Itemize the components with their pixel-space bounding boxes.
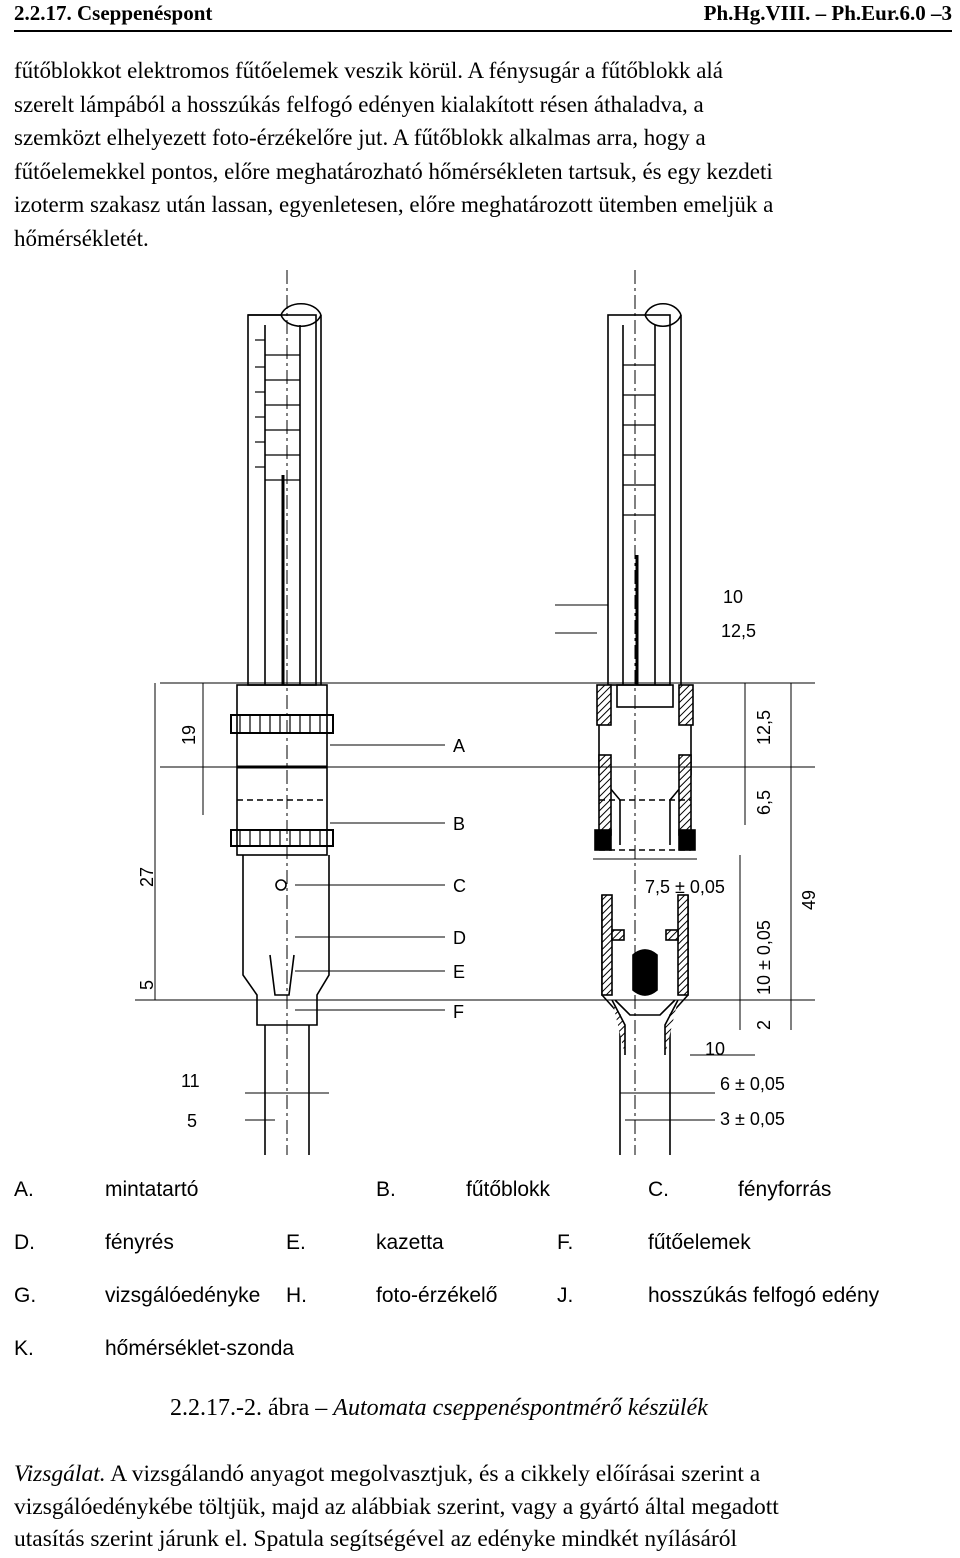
legend-label: hőmérséklet-szonda [105, 1337, 295, 1360]
dim-10-right: 10 ± 0,05 [754, 920, 774, 995]
dim-7-5: 7,5 ± 0,05 [645, 877, 725, 897]
callout-c: C [453, 876, 466, 896]
callout-f: F [453, 1002, 464, 1022]
caption-title: Automata cseppenéspontmérő készülék [333, 1395, 708, 1421]
callout-a: A [453, 736, 465, 756]
legend-key: J. [557, 1284, 574, 1307]
caption-number: 2.2.17.-2. ábra [170, 1395, 310, 1421]
legend-key: G. [14, 1284, 37, 1307]
procedure-paragraph: Vizsgálat. A vizsgálandó anyagot megolva… [14, 1458, 949, 1556]
legend-row: A. mintatartó B. fűtőblokk C. fényforrás [14, 1178, 954, 1208]
legend-row: K. hőmérséklet-szonda [14, 1337, 954, 1367]
procedure-lead: Vizsgálat. [14, 1461, 106, 1487]
legend-key: H. [286, 1284, 307, 1307]
intro-line: izoterm szakasz után lassan, egyenletese… [14, 192, 774, 217]
intro-line: szemközt elhelyezett foto-érzékelőre jut… [14, 125, 706, 150]
procedure-line: vizsgálóedénykébe töltjük, majd az alább… [14, 1493, 779, 1520]
dim-6: 6 ± 0,05 [720, 1074, 785, 1094]
pharmacopoeia-reference: Ph.Hg.VIII. – Ph.Eur.6.0 –3 [703, 1, 952, 25]
apparatus-drawing: 10 12,5 19 27 5 12,5 6,5 49 7,5 ± 0,05 1… [115, 255, 845, 1160]
legend-label: foto-érzékelő [376, 1284, 498, 1307]
dim-6-5: 6,5 [754, 790, 774, 815]
callout-b: B [453, 814, 465, 834]
dim-3: 3 ± 0,05 [720, 1109, 785, 1129]
procedure-text: A vizsgálandó anyagot megolvasztjuk, és … [105, 1461, 761, 1487]
procedure-line: utasítás szerint járunk el. Spatula segí… [14, 1526, 738, 1552]
legend-label: mintatartó [105, 1178, 199, 1201]
dim-49: 49 [799, 890, 819, 910]
page-header: 2.2.17. Cseppenéspont Ph.Hg.VIII. – Ph.E… [14, 0, 952, 32]
dim-10-bottom: 10 [705, 1039, 725, 1059]
dim-5-left: 5 [137, 980, 157, 990]
callout-d: D [453, 928, 466, 948]
dim-12-5-top: 12,5 [721, 621, 756, 641]
legend-label: fényforrás [738, 1178, 832, 1201]
legend-key: F. [557, 1231, 574, 1254]
dim-12-5-right: 12,5 [754, 710, 774, 745]
legend-label: fűtőblokk [466, 1178, 551, 1201]
legend-key: D. [14, 1231, 35, 1254]
apparatus-svg: 10 12,5 19 27 5 12,5 6,5 49 7,5 ± 0,05 1… [135, 270, 819, 1155]
dim-2: 2 [754, 1020, 774, 1030]
legend-row: D. fényrés E. kazetta F. fűtőelemek [14, 1231, 954, 1261]
legend-key: E. [286, 1231, 306, 1254]
legend-key: B. [376, 1178, 396, 1201]
intro-line: szerelt lámpából a hosszúkás felfogó edé… [14, 91, 704, 117]
legend-key: C. [648, 1178, 669, 1201]
dim-19: 19 [179, 725, 199, 745]
legend-key: A. [14, 1178, 34, 1201]
intro-paragraph: fűtőblokkot elektromos fűtőelemek veszik… [14, 54, 949, 255]
legend-key: K. [14, 1337, 34, 1360]
legend-label: fűtőelemek [648, 1231, 751, 1254]
dim-5-bottom: 5 [187, 1111, 197, 1131]
dim-27: 27 [137, 867, 157, 887]
legend-label: kazetta [376, 1231, 444, 1254]
intro-line: fűtőelemekkel pontos, előre meghatározha… [14, 158, 773, 184]
intro-line: fűtőblokkot elektromos fűtőelemek veszik… [14, 58, 724, 83]
procedure-line: Vizsgálat. A vizsgálandó anyagot megolva… [14, 1458, 949, 1491]
dim-11: 11 [181, 1071, 200, 1091]
callout-e: E [453, 962, 465, 982]
legend-label: fényrés [105, 1231, 174, 1254]
legend-row: G. vizsgálóedényke H. foto-érzékelő J. h… [14, 1284, 954, 1314]
dim-10-top: 10 [723, 587, 743, 607]
section-title: 2.2.17. Cseppenéspont [14, 1, 213, 25]
legend-label: vizsgálóedényke [105, 1284, 261, 1307]
intro-line: hőmérsékletét. [14, 225, 149, 251]
caption-dash: – [309, 1395, 334, 1421]
figure-caption: 2.2.17.-2. ábra – Automata cseppenéspont… [170, 1395, 708, 1422]
legend-label: hosszúkás felfogó edény [648, 1284, 880, 1307]
